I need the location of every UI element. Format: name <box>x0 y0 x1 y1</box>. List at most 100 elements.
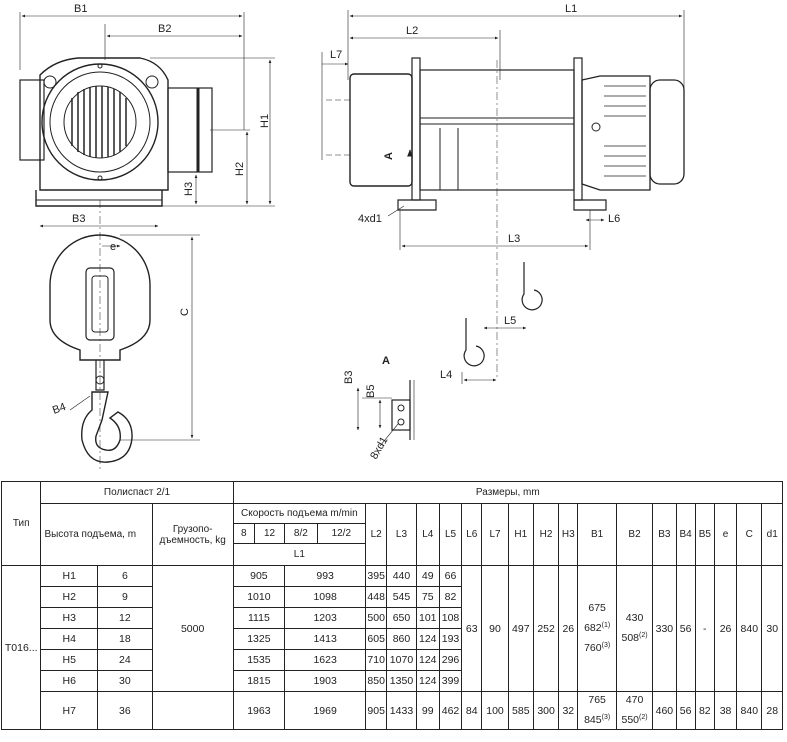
row-b2-b-value: 550 <box>621 714 640 726</box>
row-code: H3 <box>40 607 99 629</box>
row-l3: 1350 <box>386 670 417 692</box>
group-l6: 63 <box>461 565 483 692</box>
header-col-b3: B3 <box>652 503 677 566</box>
row-h2: 300 <box>532 691 560 730</box>
group-e: 26 <box>713 565 738 692</box>
row-l4: 124 <box>415 628 440 650</box>
header-capacity-line2: дъемность, kg <box>159 534 226 546</box>
row-l5: 296 <box>438 649 463 671</box>
header-col-l2: L2 <box>365 503 388 566</box>
row-l4: 49 <box>415 565 440 587</box>
table-row: H7 36 1963 1969 905 1433 99 462 84 100 5… <box>2 691 783 730</box>
header-col-l7: L7 <box>481 503 509 566</box>
header-capacity-line1: Грузопо- <box>172 523 213 535</box>
header-col-b4: B4 <box>675 503 696 566</box>
group-h3: 26 <box>558 565 579 692</box>
header-speed-8-2: 8/2 <box>284 523 318 544</box>
row-l3: 1070 <box>386 649 417 671</box>
header-type: Тип <box>0 481 42 566</box>
row-b1-a: 765 <box>588 694 606 706</box>
header-col-b1: B1 <box>577 503 617 566</box>
side-view <box>321 10 685 384</box>
header-speed: Скорость подъема m/min <box>232 503 367 524</box>
row-h1: 585 <box>507 691 534 730</box>
header-col-e: e <box>713 503 738 566</box>
row-h3: 32 <box>558 691 579 730</box>
row-l1-a: 905 <box>232 565 286 587</box>
group-d1: 30 <box>761 565 783 692</box>
row-b2-a: 470 <box>625 694 644 706</box>
row-l2: 500 <box>365 607 388 629</box>
dim-c-label: C <box>179 308 191 316</box>
dim-l1-label: L1 <box>565 3 577 15</box>
row-b1-b-value: 845 <box>584 714 602 726</box>
row-code: H6 <box>40 670 99 692</box>
dim-h1-label: H1 <box>259 114 271 128</box>
header-col-l4: L4 <box>415 503 440 566</box>
row-l5: 399 <box>438 670 463 692</box>
header-col-h3: H3 <box>558 503 579 566</box>
row-l1-b: 1098 <box>284 586 367 608</box>
row-height: 6 <box>97 565 153 587</box>
group-b2: 430 508(2) <box>615 565 654 692</box>
row-l4: 101 <box>415 607 440 629</box>
group-b1-b-value: 760 <box>584 642 602 654</box>
row-l2: 605 <box>365 628 388 650</box>
row-b1: 765 845(3) <box>577 691 617 730</box>
row-code: H7 <box>40 691 99 730</box>
header-col-h2: H2 <box>532 503 560 566</box>
detail-a-labels: A B3 B5 8xd1 <box>343 355 391 462</box>
group-l7: 90 <box>481 565 509 692</box>
row-b3: 460 <box>652 691 677 730</box>
row-l1-b: 1969 <box>284 691 367 730</box>
hoist-technical-drawing: B1 B2 H1 H2 H3 B3 C B4 e <box>19 3 685 470</box>
row-l2: 448 <box>365 586 388 608</box>
group-b2-main: 430 <box>625 612 644 624</box>
header-col-c: C <box>736 503 763 566</box>
row-height: 36 <box>97 691 153 730</box>
group-b4: 56 <box>675 565 696 692</box>
table-row: H3 12 1115 1203 500 650 101 108 <box>2 607 783 629</box>
header-col-l5: L5 <box>438 503 463 566</box>
row-l1-b: 1413 <box>284 628 367 650</box>
specification-table: Тип Полиспаст 2/1 Размеры, mm Высота под… <box>0 481 784 730</box>
dim-l5-label: L5 <box>504 315 516 327</box>
header-col-l6: L6 <box>461 503 483 566</box>
group-b1-main: 675 <box>588 602 606 614</box>
dim-b1-label: B1 <box>74 3 87 15</box>
row-l4: 124 <box>415 649 440 671</box>
row-b4: 56 <box>675 691 696 730</box>
group-b1-a: 682(1) <box>579 617 615 637</box>
header-speed-12-2: 12/2 <box>316 523 367 544</box>
row-b2: 470 550(2) <box>615 691 654 730</box>
header-speed-8: 8 <box>232 523 255 544</box>
table-row: H5 24 1535 1623 710 1070 124 296 <box>2 649 783 671</box>
front-view <box>19 12 275 470</box>
row-b2-b-note: (2) <box>639 714 648 721</box>
table-row: H4 18 1325 1413 605 860 124 193 <box>2 628 783 650</box>
dim-b4-label: B4 <box>51 401 68 417</box>
row-l5: 82 <box>438 586 463 608</box>
header-speed-12: 12 <box>253 523 286 544</box>
row-height: 18 <box>97 628 153 650</box>
group-b1: 675 682(1) 760(3) <box>577 565 617 692</box>
table-row: T016... H1 6 5000 905 993 395 440 49 66 … <box>0 565 783 730</box>
group-b1-b-note: (3) <box>601 642 611 649</box>
dim-e-label: e <box>110 241 116 253</box>
header-col-h1: H1 <box>507 503 534 566</box>
dim-l3-label: L3 <box>508 233 520 245</box>
row-l7: 100 <box>481 691 509 730</box>
group-b5: - <box>694 565 715 692</box>
row-e: 38 <box>713 691 738 730</box>
dim-h3-label: H3 <box>183 182 195 196</box>
group-b1-a-value: 682 <box>584 622 602 634</box>
detail-b3-label: B3 <box>343 371 355 384</box>
row-l2: 850 <box>365 670 388 692</box>
capacity-cell: 5000 <box>151 565 234 692</box>
row-height: 12 <box>97 607 153 629</box>
row-d1: 28 <box>761 691 783 730</box>
group-c: 840 <box>736 565 763 692</box>
row-code: H1 <box>40 565 99 587</box>
row-l4: 124 <box>415 670 440 692</box>
group-b3: 330 <box>652 565 677 692</box>
